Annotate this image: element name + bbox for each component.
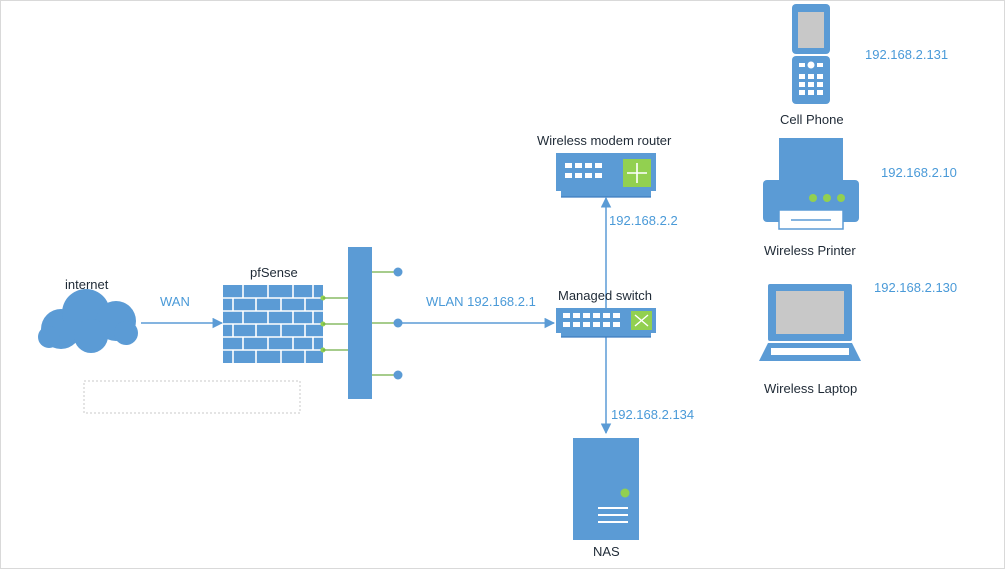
server-icon: [573, 438, 639, 540]
switch-icon: [556, 308, 656, 338]
cloud-icon: [38, 289, 138, 353]
laptop-ip: 192.168.2.130: [874, 280, 957, 295]
empty-placeholder-box: [83, 380, 301, 414]
switch-label: Managed switch: [558, 288, 652, 303]
printer-label: Wireless Printer: [764, 243, 856, 258]
laptop-icon: [759, 284, 861, 361]
phone-ip: 192.168.2.131: [865, 47, 948, 62]
firewall-bus-links: [323, 297, 348, 351]
internet-label: internet: [65, 277, 109, 292]
cell-phone-icon: [792, 4, 830, 104]
wan-label: WAN: [160, 294, 190, 309]
wlan-label: WLAN 192.168.2.1: [426, 294, 536, 309]
router-icon: [556, 153, 656, 198]
router-label: Wireless modem router: [537, 133, 672, 148]
phone-label: Cell Phone: [780, 112, 844, 127]
nas-label: NAS: [593, 544, 620, 559]
bus-ports: [372, 267, 403, 380]
router-ip: 192.168.2.2: [609, 213, 678, 228]
laptop-label: Wireless Laptop: [764, 381, 857, 396]
printer-icon: [763, 138, 859, 230]
pfsense-label: pfSense: [250, 265, 298, 280]
nas-ip: 192.168.2.134: [611, 407, 694, 422]
printer-ip: 192.168.2.10: [881, 165, 957, 180]
firewall-icon: [223, 285, 326, 363]
interface-bus-bar: [348, 247, 372, 399]
